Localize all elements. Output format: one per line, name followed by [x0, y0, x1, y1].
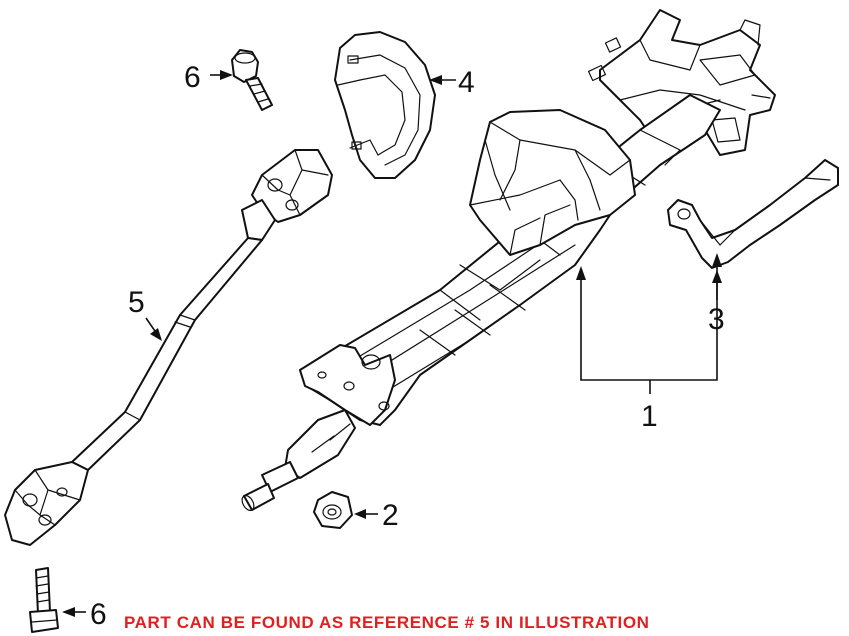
callout-4: 4 — [458, 66, 475, 99]
intermediate-shaft-part-5 — [4, 149, 333, 546]
callout-6-top: 6 — [184, 61, 201, 94]
callout-2: 2 — [382, 499, 399, 532]
nut-part-2 — [313, 491, 353, 529]
callout-3: 3 — [708, 303, 725, 336]
reference-note: PART CAN BE FOUND AS REFERENCE # 5 IN IL… — [124, 613, 650, 632]
callout-6-bottom: 6 — [90, 598, 107, 631]
boot-part-4 — [334, 31, 436, 179]
steering-column — [241, 9, 776, 511]
bolt-part-6-bottom — [29, 567, 59, 633]
leader-lines — [62, 70, 722, 617]
callout-5: 5 — [128, 286, 145, 319]
lever-part-3 — [667, 159, 839, 269]
bolt-part-6-top — [231, 49, 273, 111]
callout-1: 1 — [641, 400, 658, 433]
